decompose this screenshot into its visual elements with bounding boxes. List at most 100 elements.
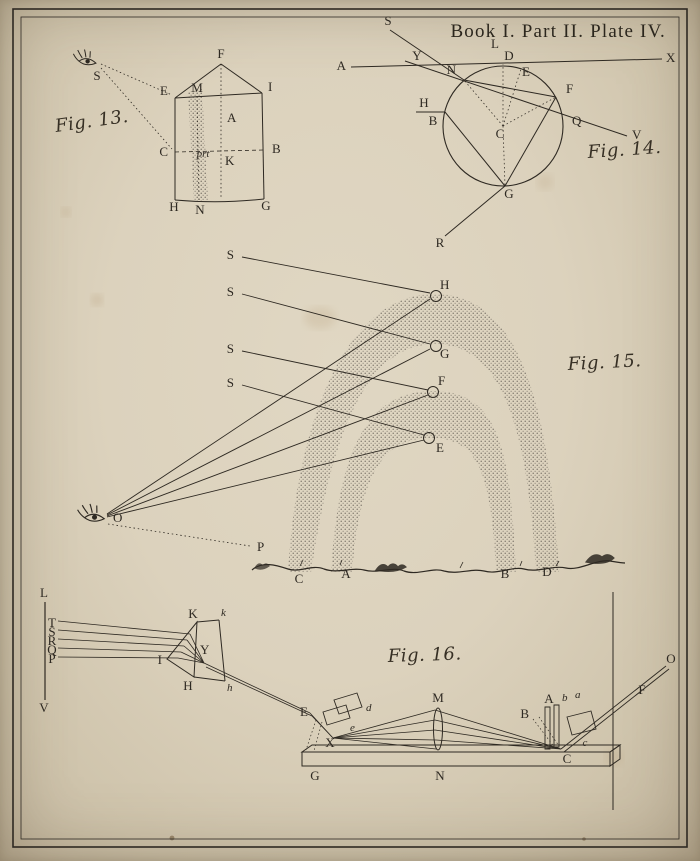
fig14-dotted-radii — [463, 64, 557, 187]
fig14-label-S: S — [384, 13, 391, 28]
fan-line — [332, 729, 436, 739]
plate-title: Book I. Part II. Plate IV. — [450, 21, 666, 42]
fig13-label-G: G — [261, 198, 270, 213]
fig16-label-I: I — [158, 652, 162, 667]
fig16-label-M: M — [432, 690, 444, 705]
fig15-ray-label-S3: S — [227, 341, 234, 356]
fig15-label-B: B — [501, 566, 510, 581]
refracted-ray — [177, 657, 205, 664]
fig14-labels: S A Y L D N E X H B C F Q V G R — [337, 13, 676, 250]
fig14-chord-BG — [444, 111, 506, 187]
sun-ray — [241, 256, 431, 294]
page-frame-outer — [12, 8, 688, 848]
grass-tuft — [254, 563, 270, 570]
beam-line — [203, 662, 311, 714]
fig15-label-G: G — [440, 346, 449, 361]
fig16-label-e: e — [350, 722, 355, 734]
fig15-ray-label-S4: S — [227, 375, 234, 390]
converge-line — [434, 709, 562, 750]
board-top — [300, 744, 622, 753]
fig15-label-O: O — [113, 510, 122, 525]
fig16-group: T S R Q P L V K k I Y H h E d e X G M N … — [39, 585, 676, 810]
fig16-caption: Fig. 16. — [386, 643, 462, 667]
fig13-label-S: S — [93, 68, 100, 83]
sight-ray — [100, 67, 173, 150]
fig13-sight-rays — [100, 63, 173, 150]
prism-edge — [193, 676, 226, 682]
fig16-label-K: K — [188, 606, 198, 621]
fig15-label-F: F — [438, 373, 445, 388]
fig14-label-A: A — [337, 58, 347, 73]
prism-edge — [196, 619, 220, 623]
prism-edge — [174, 63, 222, 99]
prism-section-line-dashed — [174, 149, 265, 153]
fig13-labels: S F E M I A C prt B K H N G — [93, 46, 281, 217]
fig14-exit-ray-GR — [444, 185, 506, 237]
fig16-label-h: h — [227, 682, 233, 694]
sun-ray — [241, 350, 429, 391]
fig15-outer-rainbow-band — [288, 294, 559, 572]
fig13-label-E: E — [160, 83, 168, 98]
fig16-label-b: b — [562, 692, 568, 704]
fig16-slit-rays — [57, 620, 205, 664]
fig14-label-E: E — [522, 64, 530, 79]
fig15-labels: S S S S H G F E O P C A B D — [113, 247, 552, 586]
fig16-right-assembly — [544, 704, 597, 750]
fig14-label-L: L — [491, 36, 499, 51]
fig16-label-O: O — [666, 651, 675, 666]
fig16-slit-labels: T S R Q P — [47, 615, 57, 666]
fig13-label-H: H — [169, 199, 178, 214]
stain-spot — [169, 835, 175, 841]
fig14-label-Q: Q — [572, 113, 582, 128]
fig16-glass-pair — [322, 692, 363, 726]
fig14-chord-NF — [463, 79, 557, 98]
fig15-ground — [251, 554, 626, 574]
tilted-square — [566, 710, 597, 736]
eye-icon — [71, 46, 99, 68]
fig13-label-M: M — [191, 80, 203, 95]
fig14-group: S A Y L D N E X H B C F Q V G R Fig. 14. — [337, 13, 676, 250]
fig15-label-C: C — [295, 571, 304, 586]
prism-front-face — [166, 620, 198, 678]
fig14-label-R: R — [436, 235, 445, 250]
fig13-label-B: B — [272, 141, 281, 156]
grass-strokes — [299, 559, 560, 569]
radius-CG — [502, 125, 506, 187]
fig16-beam — [203, 662, 335, 740]
fig14-label-N: N — [447, 62, 457, 77]
stain — [91, 294, 103, 306]
fig14-label-D: D — [504, 48, 513, 63]
fig16-prism — [166, 619, 226, 682]
fig13-label-C: C — [159, 144, 168, 159]
fig15-label-P: P — [257, 539, 264, 554]
fig13-label-K: K — [225, 153, 235, 168]
page-frame-inner — [20, 16, 680, 840]
fig16-label-d: d — [366, 702, 372, 714]
fig16-label-c: c — [583, 737, 588, 749]
strip — [553, 704, 560, 748]
stain — [537, 174, 553, 190]
fig14-line-S-incident — [389, 29, 465, 81]
converge-line — [434, 729, 562, 750]
refracted-ray — [189, 633, 205, 664]
hatch-line — [305, 719, 317, 751]
view-line — [106, 439, 425, 518]
fig16-label-V: V — [39, 700, 49, 715]
strip — [544, 706, 551, 750]
hatch-line — [313, 721, 323, 752]
fig14-label-H: H — [419, 95, 428, 110]
fig15-label-A: A — [341, 566, 351, 581]
fig15-label-E: E — [436, 440, 444, 455]
fig13-label-A: A — [227, 110, 237, 125]
fig15-inner-rainbow-band — [331, 391, 516, 572]
ground-line — [251, 560, 626, 574]
fig16-lens-MN — [433, 707, 443, 751]
slit-ray — [57, 620, 191, 635]
converge-line — [434, 719, 562, 750]
fig16-label-G: G — [310, 768, 319, 783]
fig14-label-X: X — [666, 50, 676, 65]
fig15-view-lines — [106, 298, 431, 518]
stain — [61, 207, 71, 217]
